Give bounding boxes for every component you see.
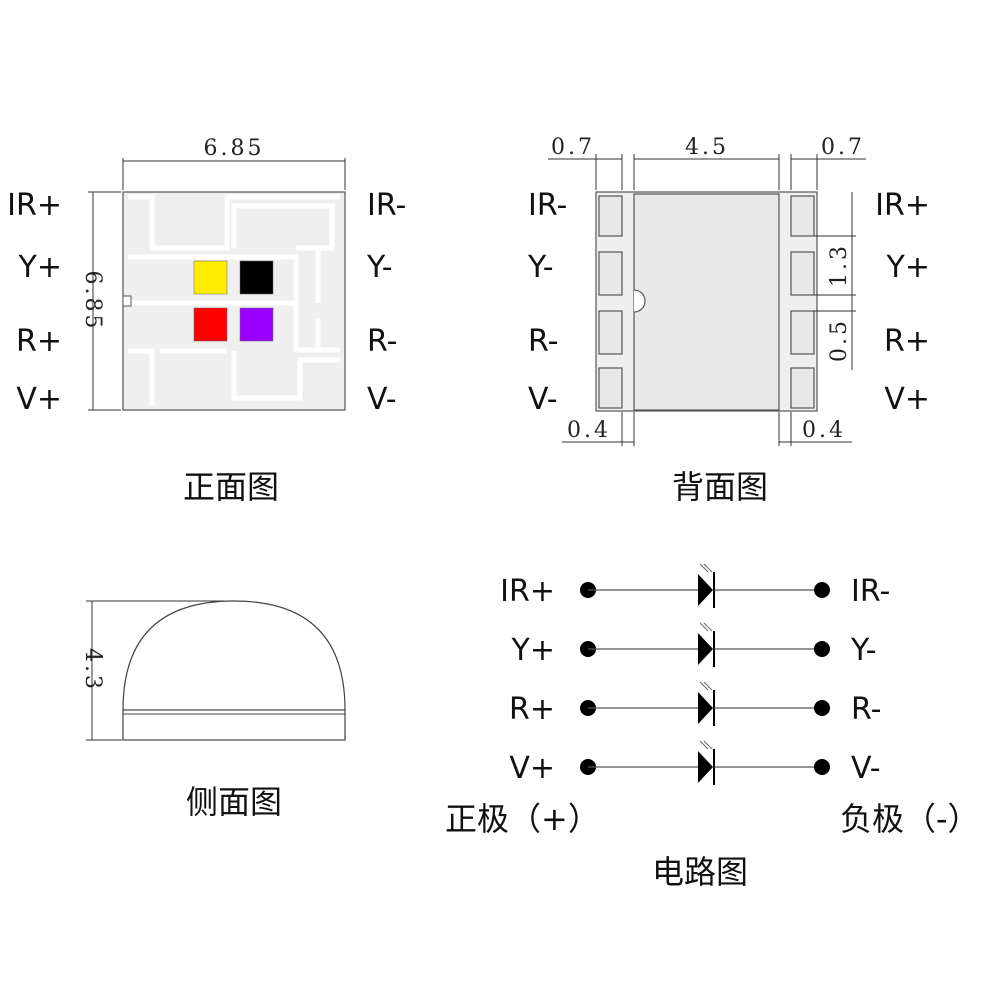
back-left-pad-1 bbox=[598, 195, 623, 237]
diode-triangle bbox=[698, 633, 713, 665]
light-ray bbox=[703, 681, 713, 691]
light-ray bbox=[699, 563, 709, 573]
side-height-dim: 4.3 bbox=[80, 648, 105, 692]
front-right-pin-3: R- bbox=[367, 324, 397, 359]
back-index-notch bbox=[633, 289, 646, 313]
back-left-pin-3: R- bbox=[528, 324, 558, 359]
back-left-pin-4: V- bbox=[528, 382, 558, 417]
circuit-row: V+ V- bbox=[509, 740, 881, 786]
negative-terminal-label: 负极（-） bbox=[840, 800, 980, 838]
cathode-terminal-dot bbox=[814, 700, 830, 716]
circuit-anode-label: Y+ bbox=[511, 633, 555, 668]
cathode-terminal-dot bbox=[814, 582, 830, 598]
circuit-diagram: IR+ IR- Y+ Y- R+ R- V+ V- 正极（+） 负极（-） 电路图 bbox=[445, 563, 980, 891]
diode-triangle bbox=[698, 692, 713, 724]
back-bottom-dim-left: 0.4 bbox=[567, 418, 611, 443]
diode-triangle bbox=[698, 751, 713, 783]
yellow-chip bbox=[193, 260, 228, 295]
red-chip bbox=[193, 307, 228, 342]
back-thermal-pad bbox=[633, 193, 780, 411]
front-view: 6.85 6.85 IR+ Y+ R+ V+ IR- bbox=[7, 136, 406, 506]
circuit-cathode-label: Y- bbox=[850, 633, 877, 668]
circuit-cathode-label: V- bbox=[851, 751, 881, 786]
back-view-caption: 背面图 bbox=[672, 468, 768, 506]
back-left-pad-2 bbox=[598, 251, 623, 296]
back-right-pin-3: R+ bbox=[884, 324, 930, 359]
cathode-terminal-dot bbox=[814, 641, 830, 657]
back-right-pad-4 bbox=[790, 367, 815, 409]
front-index-notch bbox=[122, 295, 132, 307]
circuit-cathode-label: IR- bbox=[851, 574, 890, 609]
side-base bbox=[122, 709, 346, 741]
light-ray bbox=[703, 740, 713, 750]
cathode-terminal-dot bbox=[814, 759, 830, 775]
back-bottom-dim-right: 0.4 bbox=[802, 418, 846, 443]
front-view-caption: 正面图 bbox=[183, 468, 279, 506]
back-right-dim-gap: 0.5 bbox=[827, 318, 852, 362]
black-chip bbox=[239, 260, 274, 295]
back-left-pin-2: Y- bbox=[527, 250, 554, 285]
positive-terminal-label: 正极（+） bbox=[445, 800, 600, 838]
circuit-row: IR+ IR- bbox=[500, 563, 890, 609]
side-lens-dome bbox=[122, 600, 346, 711]
light-ray bbox=[699, 740, 709, 750]
front-right-pin-2: Y- bbox=[366, 250, 393, 285]
front-left-pin-1: IR+ bbox=[7, 188, 62, 223]
back-top-dim-right: 0.7 bbox=[821, 135, 865, 160]
front-left-pin-3: R+ bbox=[16, 324, 62, 359]
light-ray bbox=[699, 681, 709, 691]
back-top-dim-center: 4.5 bbox=[685, 135, 729, 160]
diode-triangle bbox=[698, 574, 713, 606]
front-left-pin-2: Y+ bbox=[18, 250, 62, 285]
circuit-cathode-label: R- bbox=[851, 692, 881, 727]
circuit-rows: IR+ IR- Y+ Y- R+ R- V+ V- bbox=[500, 563, 890, 786]
light-ray bbox=[703, 563, 713, 573]
side-view: 4.3 侧面图 bbox=[80, 600, 346, 821]
front-height-dim: 6.85 bbox=[80, 271, 105, 332]
back-right-pad-2 bbox=[790, 251, 815, 296]
back-top-dim-left: 0.7 bbox=[551, 135, 595, 160]
violet-chip bbox=[239, 307, 274, 342]
back-left-pin-1: IR- bbox=[528, 188, 567, 223]
circuit-caption: 电路图 bbox=[652, 853, 748, 891]
back-view: 0.7 4.5 0.7 1.3 0.5 0.4 0.4 IR- bbox=[527, 135, 930, 506]
back-right-pin-2: Y+ bbox=[886, 250, 930, 285]
side-view-caption: 侧面图 bbox=[186, 783, 282, 821]
front-right-pin-1: IR- bbox=[367, 188, 406, 223]
back-right-pin-4: V+ bbox=[884, 382, 930, 417]
circuit-row: R+ R- bbox=[509, 681, 881, 727]
front-left-pin-4: V+ bbox=[16, 382, 62, 417]
back-right-pin-1: IR+ bbox=[875, 188, 930, 223]
light-ray bbox=[699, 622, 709, 632]
front-traces bbox=[128, 194, 340, 405]
back-right-pad-3 bbox=[790, 310, 815, 355]
circuit-anode-label: V+ bbox=[509, 751, 555, 786]
circuit-anode-label: R+ bbox=[509, 692, 555, 727]
front-right-pin-4: V- bbox=[367, 382, 397, 417]
back-right-pad-1 bbox=[790, 195, 815, 237]
back-left-pad-3 bbox=[598, 310, 623, 355]
back-right-dim-pad: 1.3 bbox=[827, 243, 852, 287]
front-width-dim: 6.85 bbox=[204, 136, 265, 161]
light-ray bbox=[703, 622, 713, 632]
circuit-row: Y+ Y- bbox=[511, 622, 877, 668]
back-left-pad-4 bbox=[598, 367, 623, 409]
circuit-anode-label: IR+ bbox=[500, 574, 555, 609]
